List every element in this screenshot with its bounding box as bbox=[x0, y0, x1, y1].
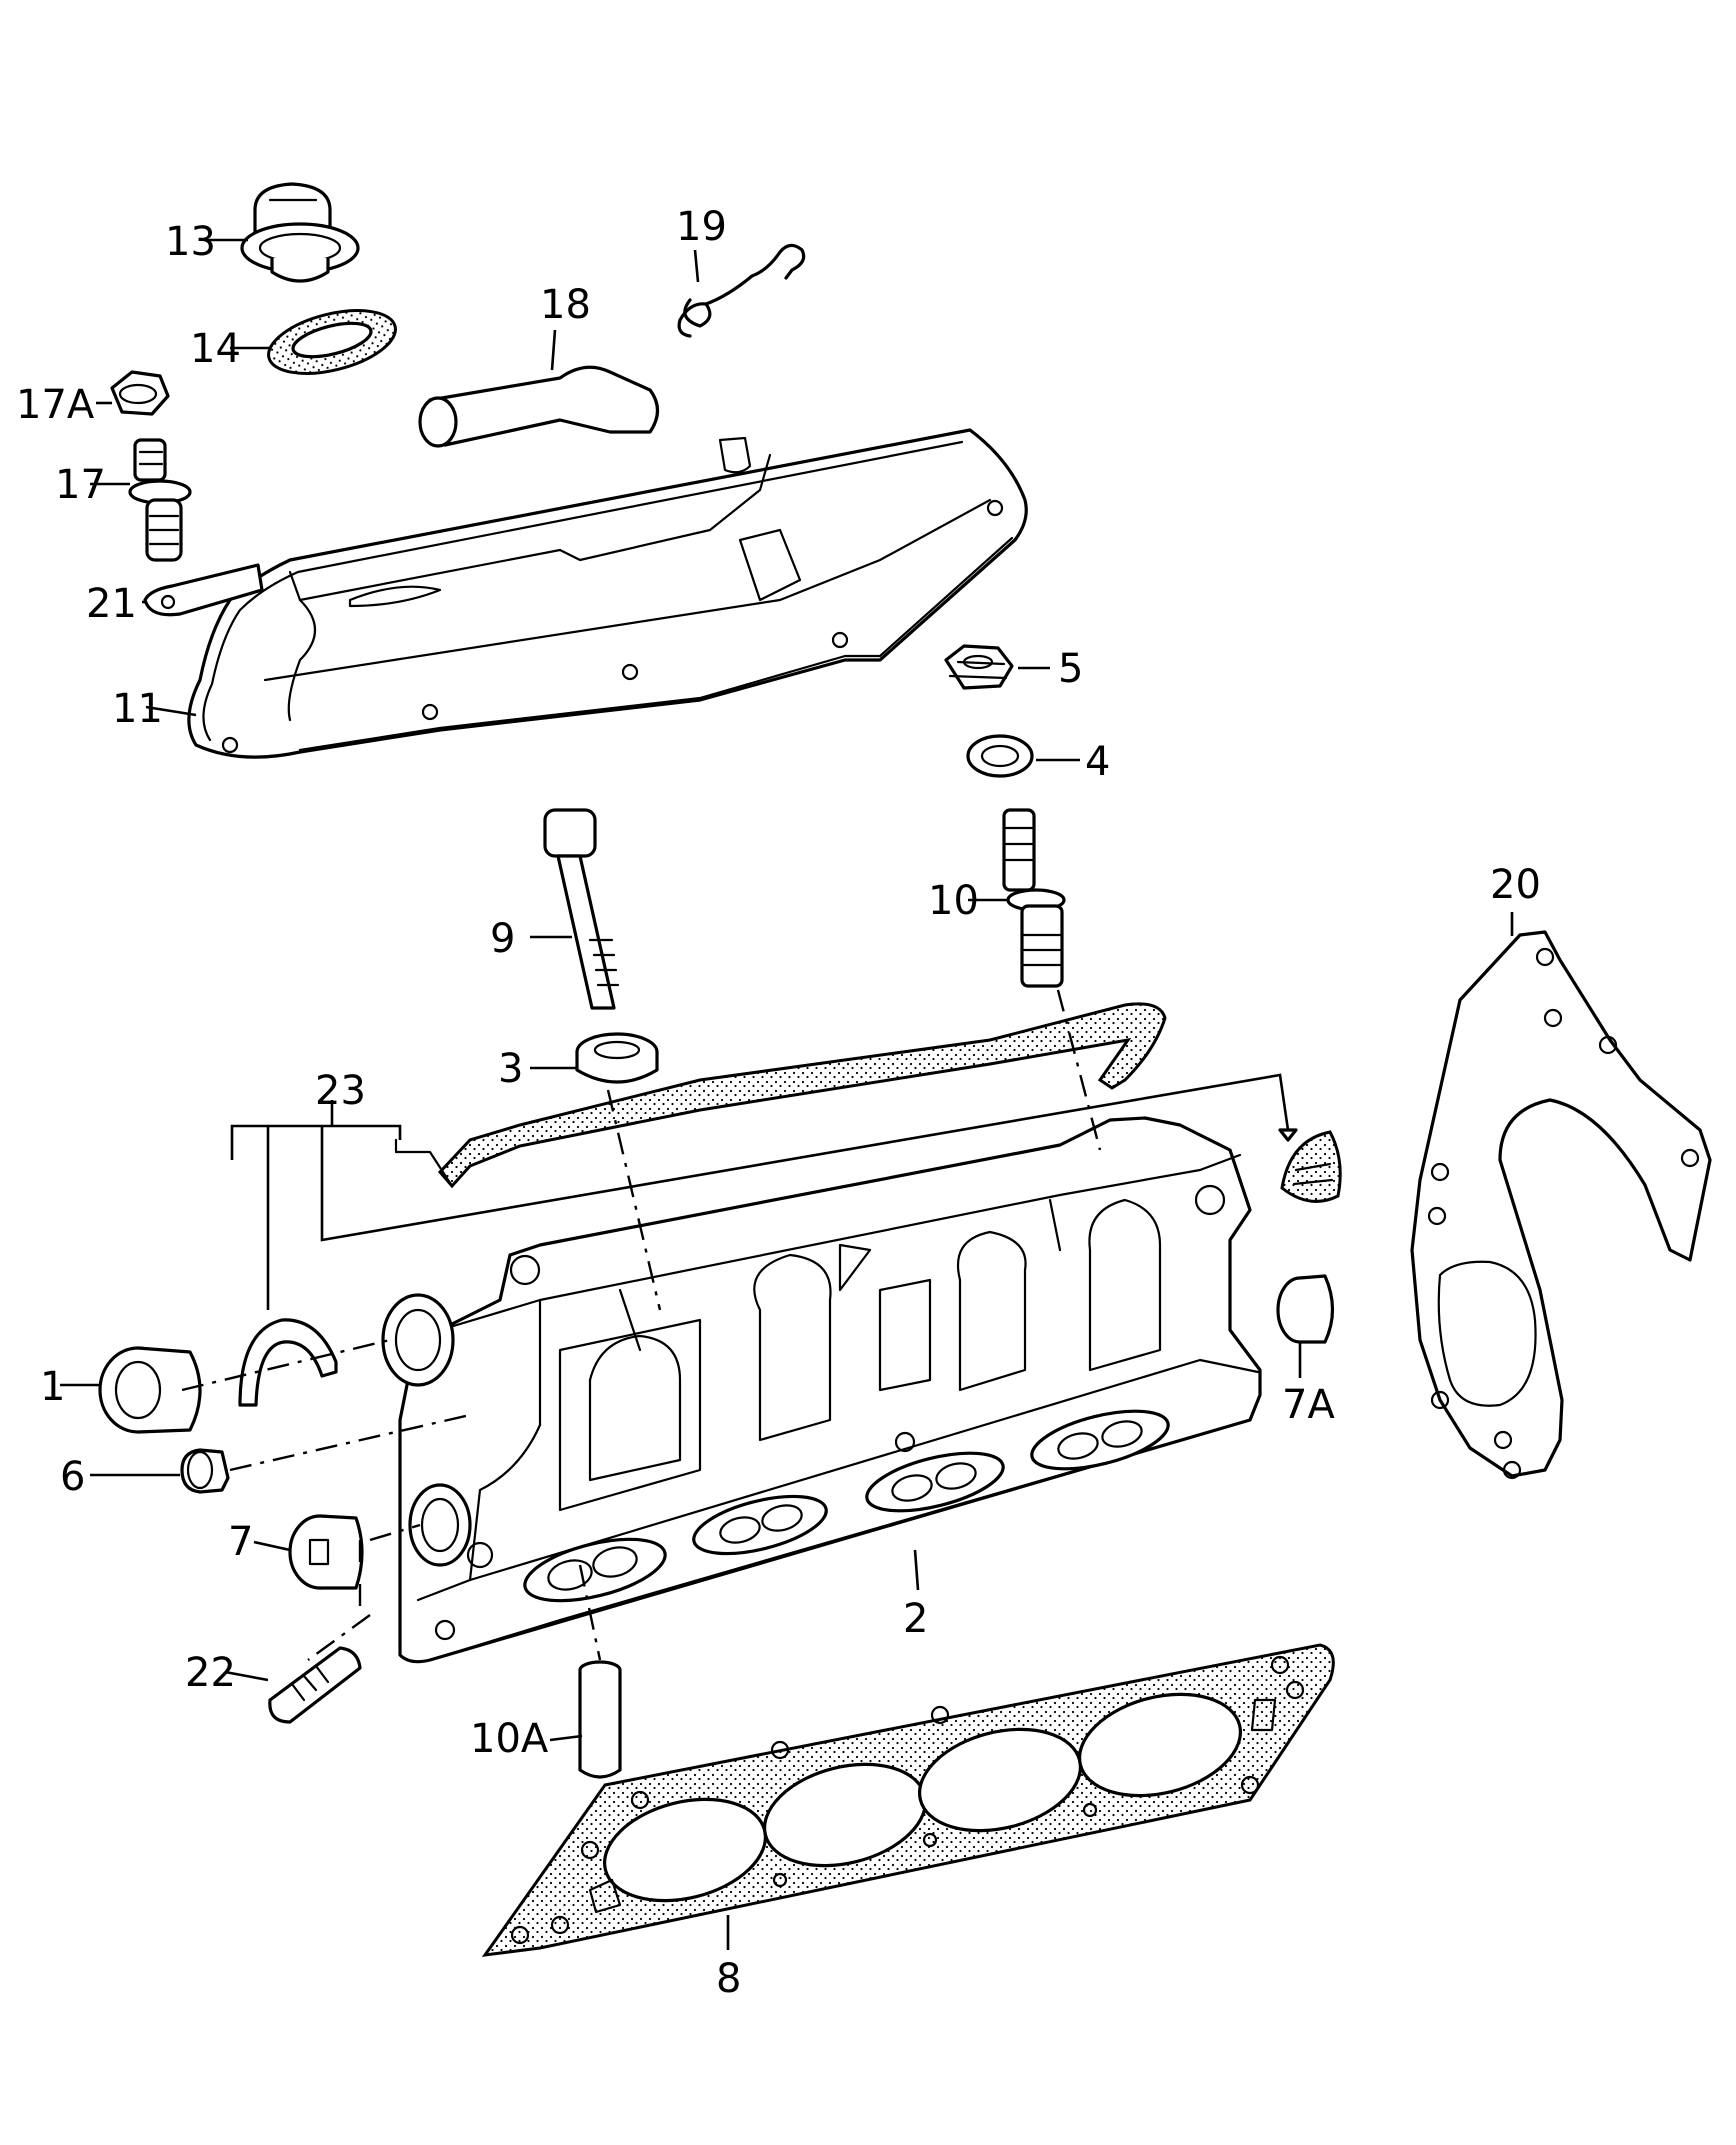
label-10: 10 bbox=[928, 878, 979, 924]
label-11: 11 bbox=[112, 686, 163, 732]
assembly-centerlines bbox=[181, 989, 1102, 1661]
dowel-sleeve-part bbox=[578, 1660, 622, 1779]
head-gasket-part bbox=[481, 1643, 1335, 1957]
label-19: 19 bbox=[676, 204, 727, 250]
part-labels: 13 14 17A 17 21 11 18 19 5 4 10 9 3 20 2… bbox=[16, 204, 1541, 2002]
label-6: 6 bbox=[60, 1454, 85, 1500]
label-13: 13 bbox=[165, 219, 216, 265]
plug-6-part bbox=[180, 1448, 230, 1494]
nut-17a-part bbox=[110, 370, 170, 416]
hose-clip-part bbox=[677, 243, 806, 338]
cap-seal-part bbox=[267, 309, 397, 375]
label-21: 21 bbox=[86, 581, 137, 627]
head-bolt-part bbox=[543, 808, 620, 1010]
cover-gasket-part bbox=[394, 1002, 1167, 1189]
plug-7a-part bbox=[1276, 1274, 1335, 1344]
stud-10-part bbox=[1002, 808, 1066, 988]
sealing-wedge-part bbox=[1280, 1130, 1342, 1203]
label-23-bracket bbox=[230, 1073, 1298, 1310]
label-7a: 7A bbox=[1282, 1382, 1335, 1428]
label-10a: 10A bbox=[470, 1716, 549, 1762]
label-8: 8 bbox=[716, 1956, 741, 2002]
label-14: 14 bbox=[190, 326, 241, 372]
washer-4-part bbox=[966, 734, 1034, 778]
label-5: 5 bbox=[1058, 646, 1083, 692]
seal-3-part bbox=[575, 1032, 659, 1084]
timing-belt-guard-part bbox=[1410, 930, 1712, 1480]
label-17a: 17A bbox=[16, 382, 95, 428]
breather-hose-part bbox=[418, 365, 660, 448]
label-23: 23 bbox=[315, 1068, 366, 1114]
camshaft-oil-seal-part bbox=[98, 1346, 202, 1434]
leader-lines bbox=[60, 238, 1514, 1950]
valve-cover-part bbox=[187, 428, 1028, 759]
label-18: 18 bbox=[540, 282, 591, 328]
stud-17-part bbox=[128, 438, 192, 562]
label-20: 20 bbox=[1490, 862, 1541, 908]
label-17: 17 bbox=[55, 462, 106, 508]
oil-filler-cap-part bbox=[240, 182, 360, 283]
label-7: 7 bbox=[228, 1519, 253, 1565]
label-9: 9 bbox=[490, 916, 515, 962]
cylinder-head-part bbox=[381, 1116, 1262, 1664]
label-2: 2 bbox=[903, 1596, 928, 1642]
nut-5-part bbox=[944, 644, 1014, 690]
label-22: 22 bbox=[185, 1650, 236, 1696]
retaining-clip-part bbox=[238, 1318, 338, 1407]
dowel-pin-part bbox=[268, 1646, 362, 1724]
tab-washer-part bbox=[143, 563, 264, 617]
label-3: 3 bbox=[498, 1046, 523, 1092]
label-1: 1 bbox=[40, 1364, 65, 1410]
plug-7-part bbox=[288, 1514, 364, 1590]
label-4: 4 bbox=[1085, 739, 1110, 785]
